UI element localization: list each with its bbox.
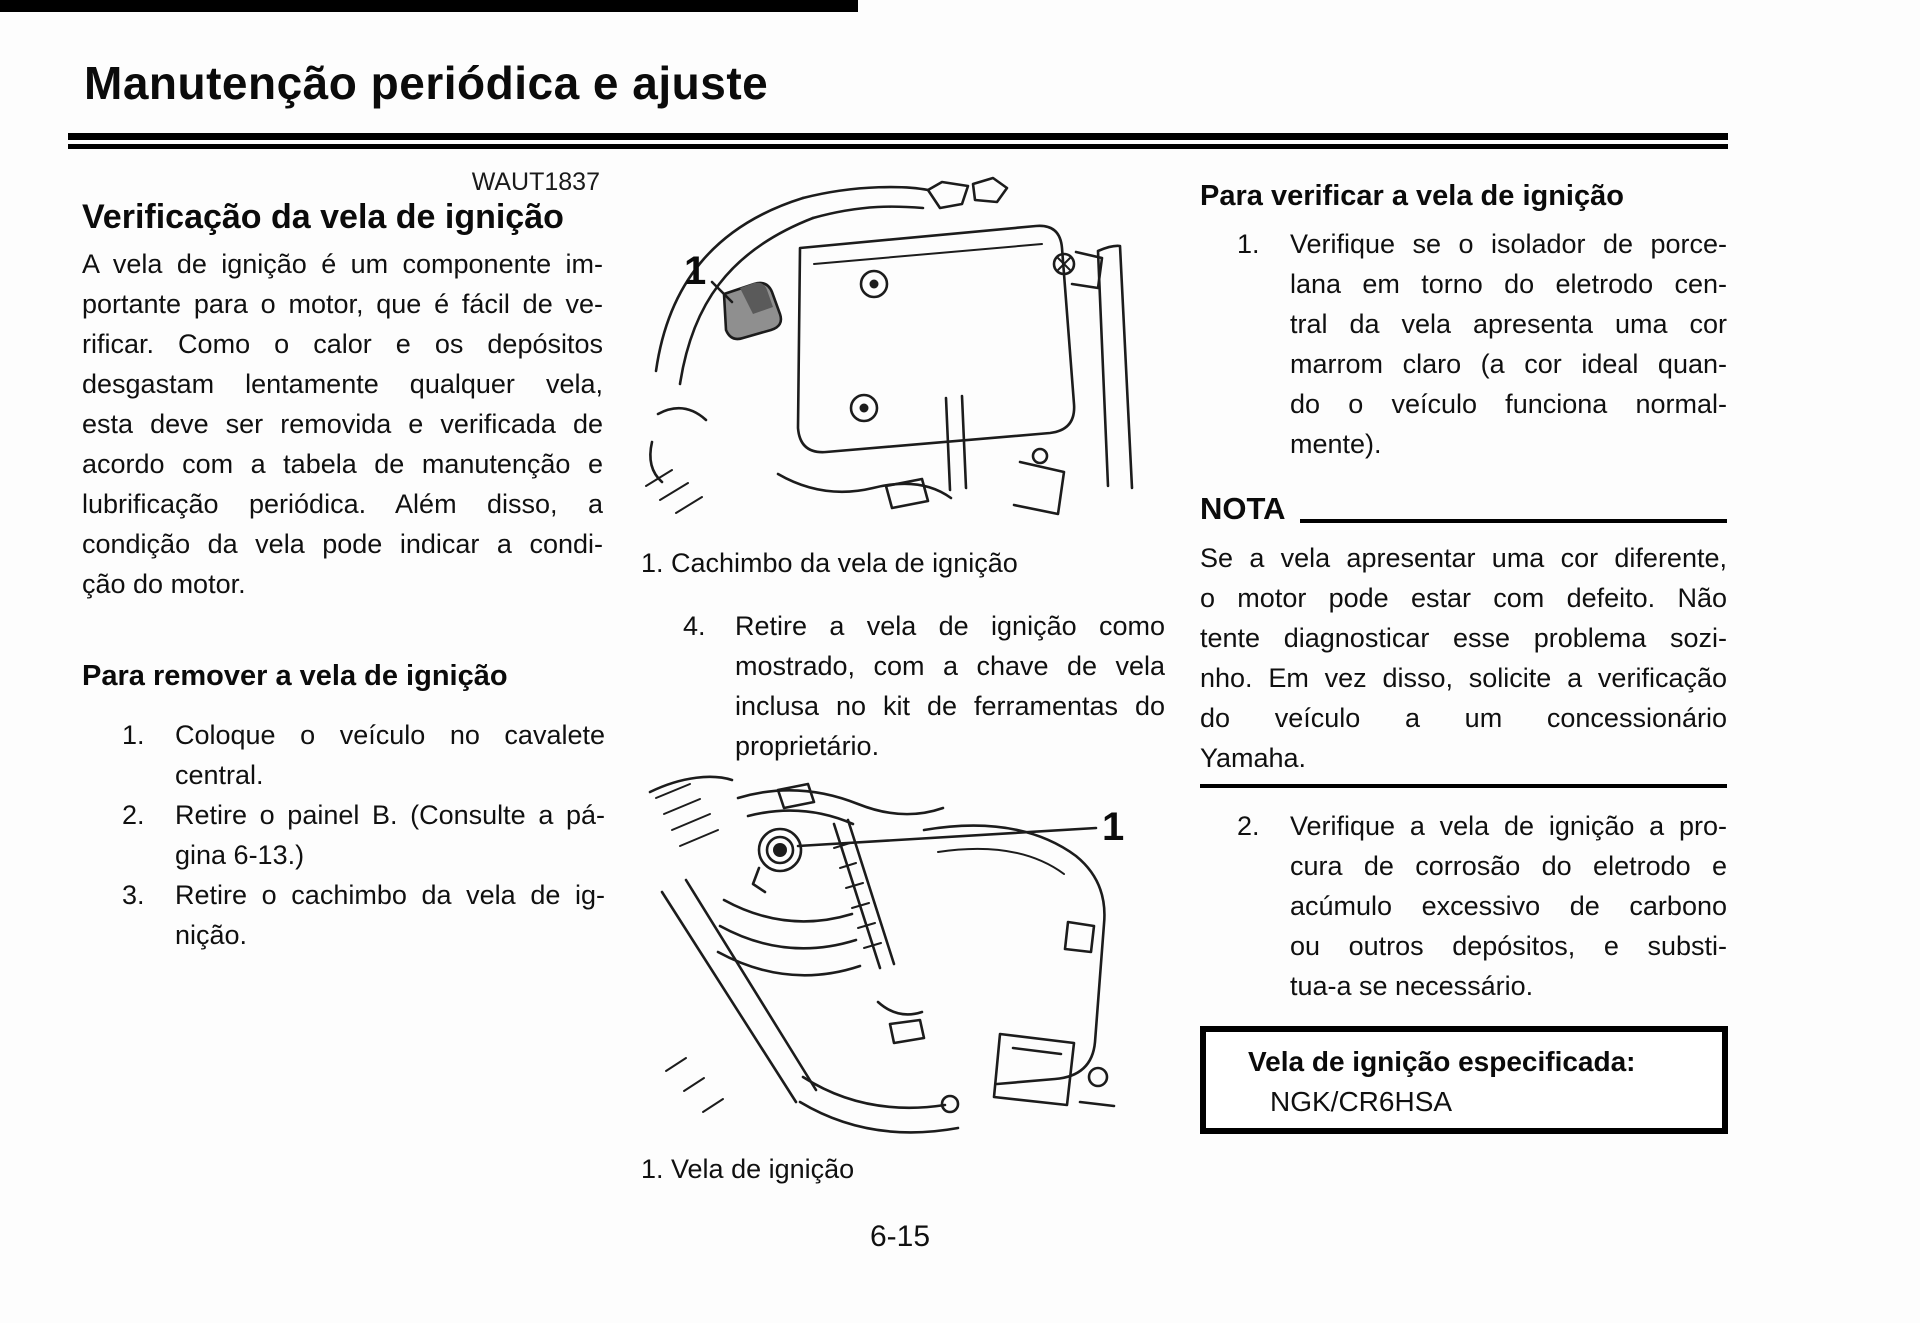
figure-caption-top: 1. Cachimbo da vela de ignição xyxy=(641,548,1018,578)
spec-title: Vela de ignição especificada: xyxy=(1248,1046,1636,1077)
subsection-heading-remove: Para remover a vela de ignição xyxy=(82,660,508,692)
step-number: 1. xyxy=(122,720,145,750)
section-heading: Verificação da vela de ignição xyxy=(82,198,564,236)
fig1-callout-1: 1 xyxy=(684,249,706,293)
step-number: 2. xyxy=(1237,811,1260,841)
step-number: 2. xyxy=(122,800,145,830)
note-header: NOTA xyxy=(1200,492,1727,526)
step-lines: Verifique se o isolador de porce-lana em… xyxy=(1290,229,1727,459)
figure-spark-plug: 1 xyxy=(648,775,1124,1134)
page-title: Manutenção periódica e ajuste xyxy=(84,57,769,109)
note-rule xyxy=(1299,519,1727,523)
step-lines: Retire o cachimbo da vela de ig-nição. xyxy=(175,880,605,950)
note-label: NOTA xyxy=(1200,491,1286,526)
note-paragraph: Se a vela apresentar uma cor diferente,o… xyxy=(1200,543,1727,773)
spec-box: Vela de ignição especificada: NGK/CR6HSA xyxy=(1200,1026,1728,1134)
verify-step-1: 1. Verifique se o isolador de porce-lana… xyxy=(1200,224,1727,464)
step-number: 4. xyxy=(683,611,706,641)
spec-value: NGK/CR6HSA xyxy=(1270,1086,1453,1117)
step-lines: Retire o painel B. (Consulte a pá-gina 6… xyxy=(175,800,605,870)
title-rule xyxy=(68,133,1728,149)
fig2-callout-1: 1 xyxy=(1102,805,1124,849)
doc-code: WAUT1837 xyxy=(471,168,600,196)
figure-caption-bottom: 1. Vela de ignição xyxy=(641,1154,855,1184)
step-item: 2. Retire o painel B. (Consulte a pá-gin… xyxy=(82,795,605,875)
note-end-rule xyxy=(1200,784,1727,788)
fig2-leader-line xyxy=(796,826,1098,848)
page-number: 6-15 xyxy=(869,1220,931,1253)
step-item: 3. Retire o cachimbo da vela de ig-nição… xyxy=(82,875,605,955)
subsection-heading-verify: Para verificar a vela de ignição xyxy=(1200,180,1624,212)
step-number: 3. xyxy=(122,880,145,910)
intro-paragraph: A vela de ignição é um componente im-por… xyxy=(82,249,603,599)
figure-spark-plug-cap: 1 xyxy=(645,176,1134,516)
top-scan-bar xyxy=(0,0,858,12)
step-lines: Verifique a vela de ignição a pro-cura d… xyxy=(1290,811,1727,1001)
fig1-leader-line xyxy=(710,280,734,304)
verify-step-2: 2. Verifique a vela de ignição a pro-cur… xyxy=(1200,806,1727,1006)
step-number: 1. xyxy=(1237,229,1260,259)
